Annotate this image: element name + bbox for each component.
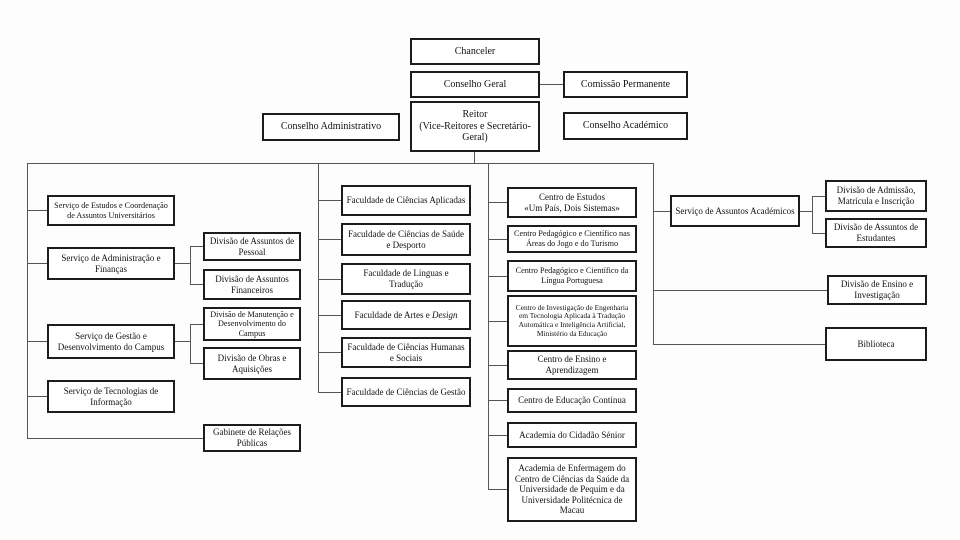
org-node-faculdade-humanas-sociais: Faculdade de Ciências Humanas e Sociais xyxy=(341,337,471,368)
org-node-servico-administracao-financas: Serviço de Administração e Finanças xyxy=(47,247,175,280)
connector-tecnologias xyxy=(27,396,47,397)
org-node-servico-gestao-campus: Serviço de Gestão e Desenvolvimento do C… xyxy=(47,324,175,359)
org-node-faculdade-ciencias-gestao: Faculdade de Ciências de Gestão xyxy=(341,377,471,407)
connector-fac-6 xyxy=(318,392,341,393)
connector-fac-4 xyxy=(318,315,341,316)
connector-aa-bracket-stem xyxy=(800,211,812,212)
connector-aa-bracket xyxy=(812,196,813,233)
connector-gc-stub-1 xyxy=(190,324,203,325)
org-node-divisao-manutencao-campus: Divisão de Manutenção e Desenvolvimento … xyxy=(203,307,301,341)
connector-centro-7 xyxy=(488,435,507,436)
org-node-faculdade-ciencias-aplicadas: Faculdade de Ciências Aplicadas xyxy=(341,185,471,216)
org-node-reitor: Reitor (Vice-Reitores e Secretário-Geral… xyxy=(410,101,540,152)
org-node-divisao-assuntos-financeiros: Divisão de Assuntos Financeiros xyxy=(203,269,301,300)
connector-gc-bracket xyxy=(190,324,191,363)
connector-af-stub-1 xyxy=(190,246,203,247)
org-node-servico-tecnologias-informacao: Serviço de Tecnologias de Informação xyxy=(47,380,175,413)
connector-estudos xyxy=(27,210,47,211)
connector-fac-1 xyxy=(318,200,341,201)
connector-gc-bracket-stem xyxy=(175,341,190,342)
org-node-centro-investigacao-engenharia: Centro de Investigação de Engenharia em … xyxy=(507,295,637,347)
connector-assuntos-academicos xyxy=(653,211,670,212)
connector-centro-2 xyxy=(488,239,507,240)
org-node-academia-enfermagem: Academia de Enfermagem do Centro de Ciên… xyxy=(507,457,637,522)
connector-aa-stub-2 xyxy=(812,233,825,234)
org-node-faculdade-artes-design: Faculdade de Artes e Design xyxy=(341,300,471,330)
org-node-centro-lingua-portuguesa: Centro Pedagógico e Científico da Língua… xyxy=(507,260,637,292)
connector-centro-4 xyxy=(488,321,507,322)
connector-centro-3 xyxy=(488,276,507,277)
connector-fac-2 xyxy=(318,239,341,240)
spine-right xyxy=(653,163,654,345)
connector-centro-1 xyxy=(488,202,507,203)
connector-af-stub-2 xyxy=(190,284,203,285)
connector-af-bracket-stem xyxy=(175,263,190,264)
org-node-centro-ensino-aprendizagem: Centro de Ensino e Aprendizagem xyxy=(507,350,637,380)
connector-admin-financas xyxy=(27,263,47,264)
org-node-divisao-obras-aquisicoes: Divisão de Obras e Aquisições xyxy=(203,347,301,380)
connector-af-bracket xyxy=(190,246,191,284)
org-node-servico-estudos-coordenacao: Serviço de Estudos e Coordenação de Assu… xyxy=(47,195,175,226)
org-node-divisao-admissao-matricula: Divisão de Admissão, Matrícula e Inscriç… xyxy=(825,180,927,212)
org-node-comissao-permanente: Comissão Permanente xyxy=(563,71,688,98)
org-node-centro-educacao-continua: Centro de Educação Contínua xyxy=(507,388,637,413)
spine-centros xyxy=(488,163,489,490)
org-node-centro-um-pais-dois-sistemas: Centro de Estudos «Um País, Dois Sistema… xyxy=(507,187,637,218)
org-node-conselho-geral: Conselho Geral xyxy=(410,71,540,98)
org-node-conselho-academico: Conselho Académico xyxy=(563,112,688,140)
org-node-divisao-assuntos-estudantes: Divisão de Assuntos de Estudantes xyxy=(825,218,927,248)
spine-faculdades xyxy=(318,163,319,392)
connector-aa-stub-1 xyxy=(812,196,825,197)
connector-centro-6 xyxy=(488,400,507,401)
connector-centro-5 xyxy=(488,365,507,366)
connector-geral-comissao xyxy=(540,84,563,85)
connector-biblioteca xyxy=(653,344,825,345)
connector-gabinete xyxy=(27,438,203,439)
org-node-servico-assuntos-academicos: Serviço de Assuntos Académicos xyxy=(670,195,800,227)
connector-gestao-campus xyxy=(27,341,47,342)
spine-left-services xyxy=(27,163,28,438)
connector-trunk xyxy=(27,163,653,164)
connector-fac-5 xyxy=(318,352,341,353)
org-node-gabinete-relacoes-publicas: Gabinete de Relações Públicas xyxy=(203,424,301,452)
org-node-divisao-assuntos-pessoal: Divisão de Assuntos de Pessoal xyxy=(203,232,301,261)
org-node-academia-cidadao-senior: Academia do Cidadão Sénior xyxy=(507,422,637,448)
org-node-chanceler: Chanceler xyxy=(410,38,540,65)
org-node-centro-jogo-turismo: Centro Pedagógico e Científico nas Áreas… xyxy=(507,225,637,253)
connector-centro-8 xyxy=(488,489,507,490)
connector-gc-stub-2 xyxy=(190,363,203,364)
connector-ensino-investigacao xyxy=(653,290,827,291)
org-node-divisao-ensino-investigacao: Divisão de Ensino e Investigação xyxy=(827,275,927,305)
org-node-biblioteca: Biblioteca xyxy=(825,327,927,361)
org-node-faculdade-saude-desporto: Faculdade de Ciências de Saúde e Desport… xyxy=(341,223,471,256)
faculdade-artes-label: Faculdade de Artes e Design xyxy=(354,309,458,320)
connector-reitor-drop xyxy=(474,152,475,163)
org-node-conselho-administrativo: Conselho Administrativo xyxy=(262,113,400,141)
org-node-faculdade-linguas-traducao: Faculdade de Línguas e Tradução xyxy=(341,263,471,295)
connector-fac-3 xyxy=(318,279,341,280)
